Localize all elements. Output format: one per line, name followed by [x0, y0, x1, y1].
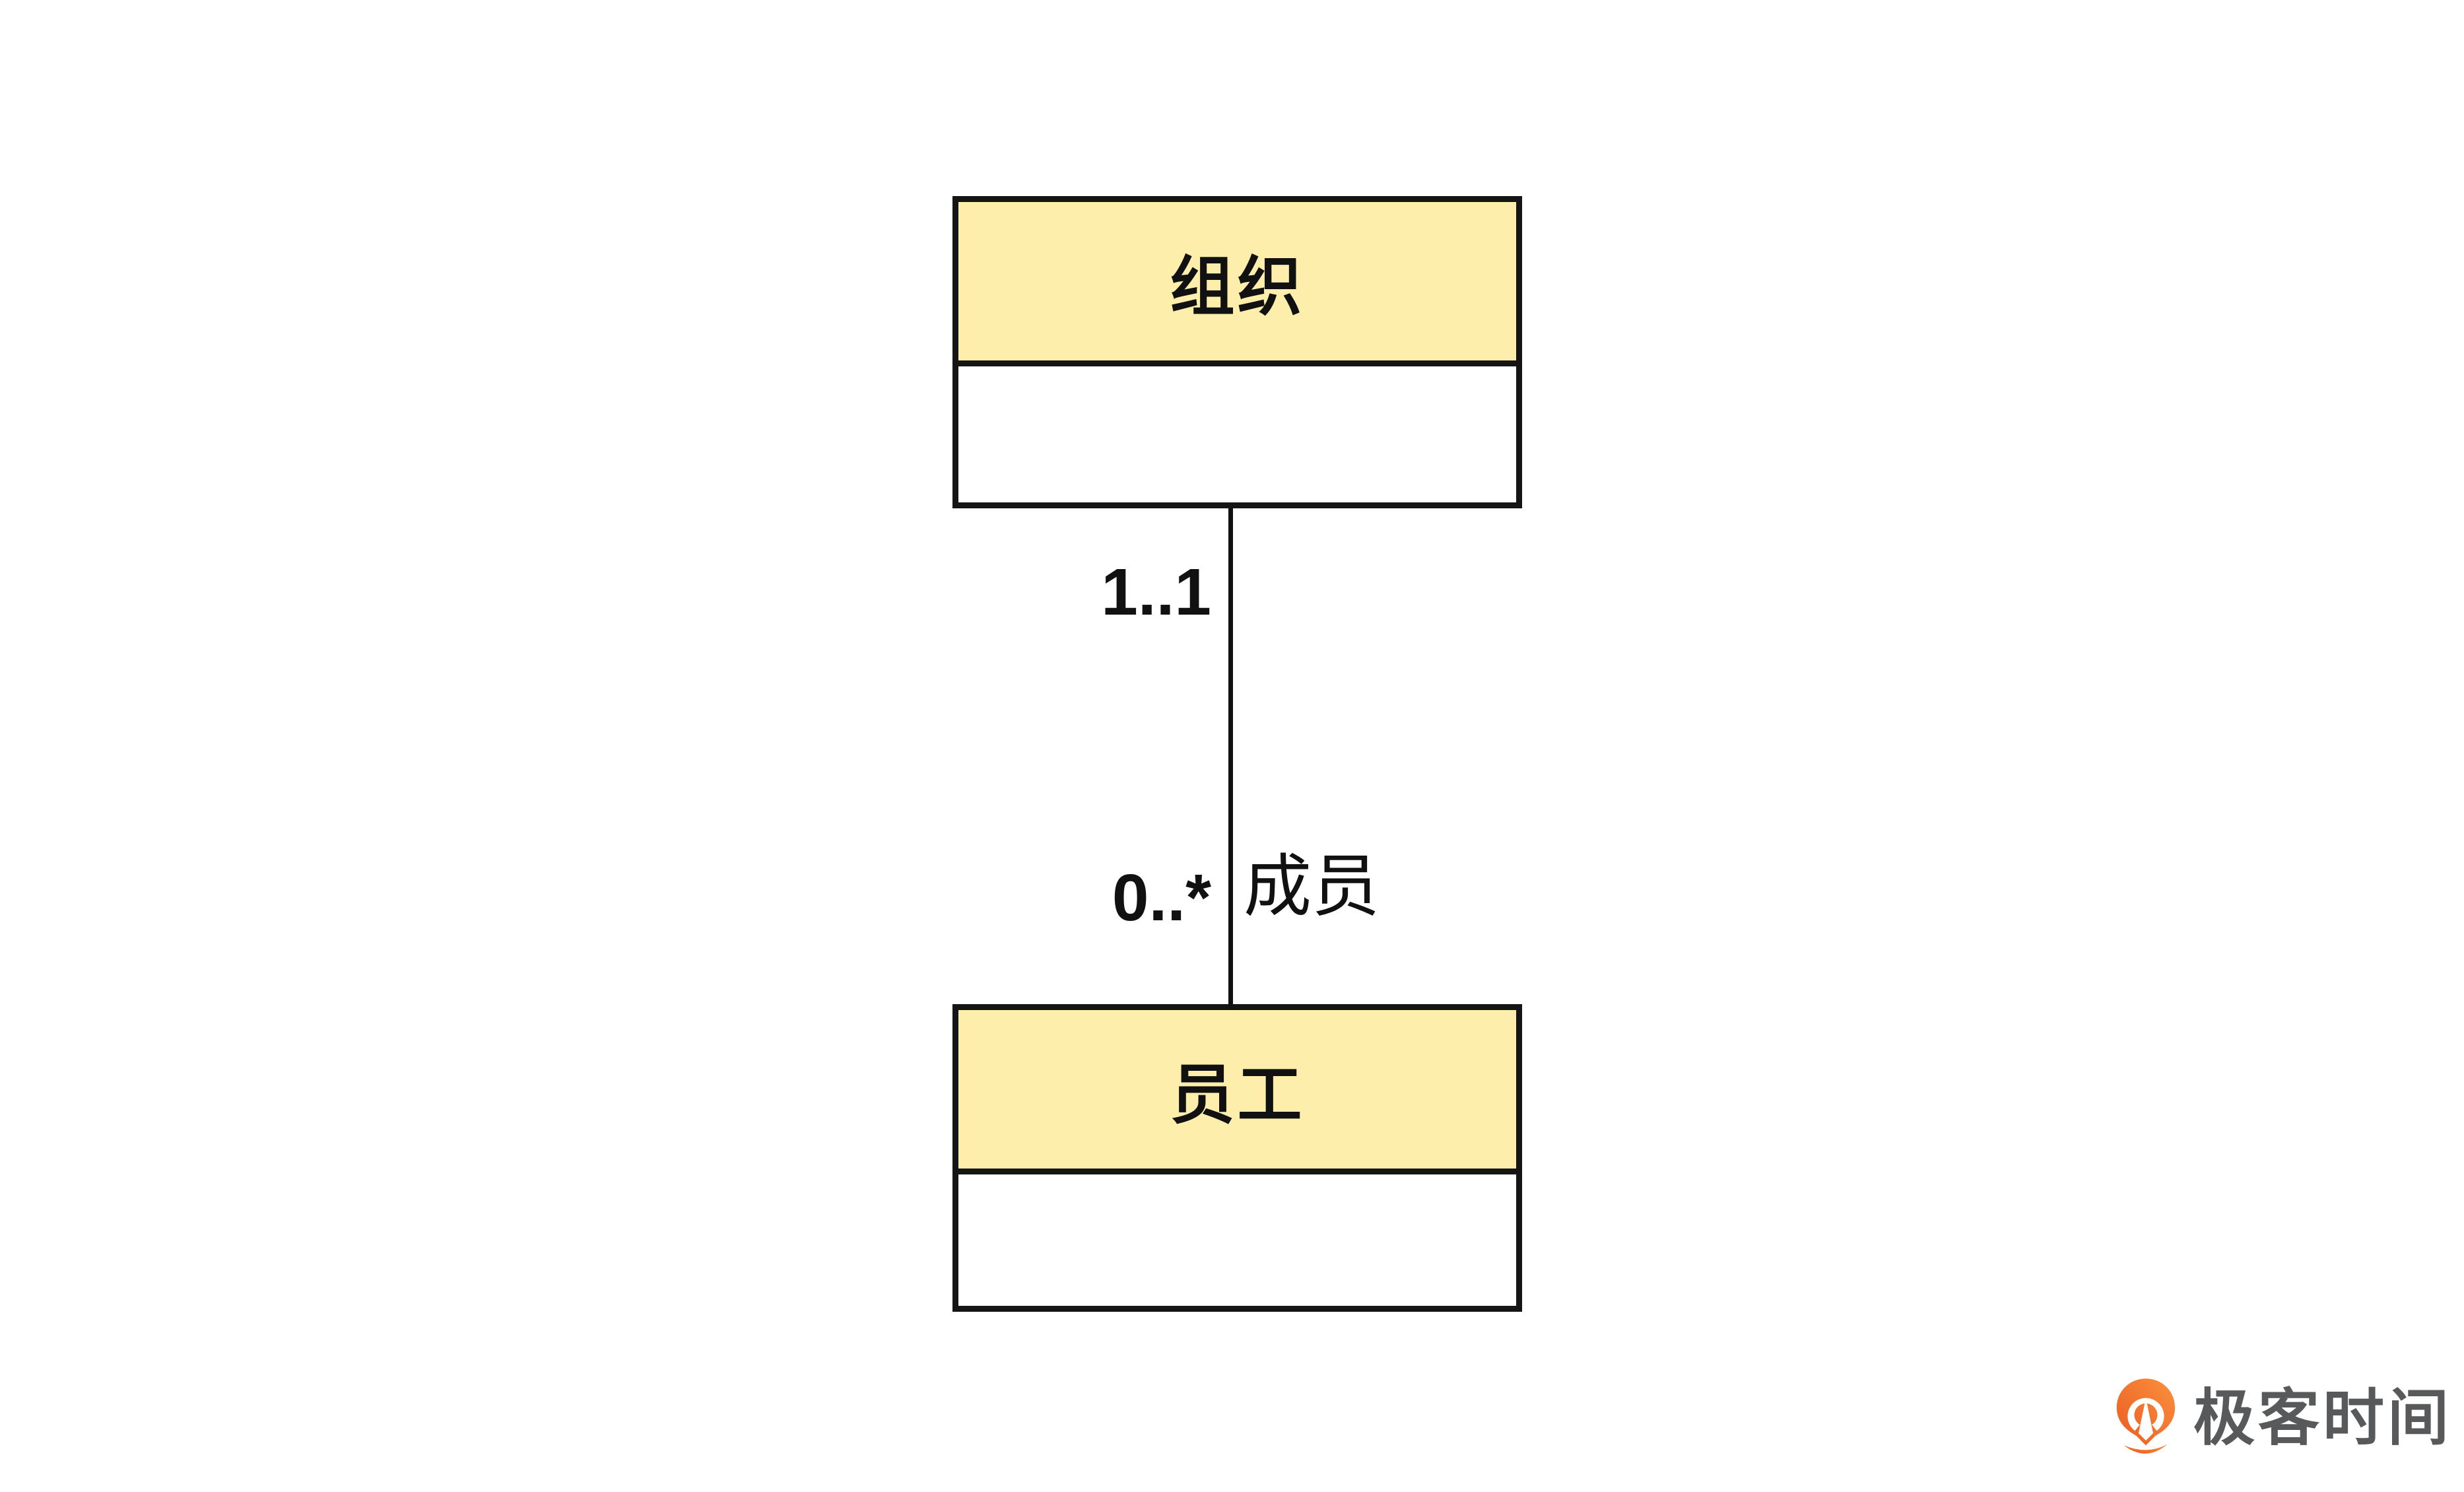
multiplicity-target-label: 0..*: [1112, 861, 1211, 935]
association-role-label: 成员: [1244, 848, 1380, 924]
class-title-organization: 组织: [1170, 250, 1305, 323]
association-line: [1228, 508, 1233, 1004]
geektime-pin-icon: [2116, 1378, 2176, 1454]
geektime-logo: 极客时间: [2115, 1377, 2452, 1459]
class-header-employee: 员工: [958, 1010, 1516, 1174]
class-box-organization: 组织: [952, 196, 1522, 508]
class-attributes-organization: [958, 366, 1516, 502]
multiplicity-source-label: 1..1: [1101, 555, 1211, 629]
class-header-organization: 组织: [958, 202, 1516, 366]
class-title-employee: 员工: [1170, 1058, 1305, 1131]
geektime-logo-text: 极客时间: [2193, 1383, 2452, 1452]
class-attributes-employee: [958, 1174, 1516, 1306]
class-box-employee: 员工: [952, 1004, 1522, 1312]
